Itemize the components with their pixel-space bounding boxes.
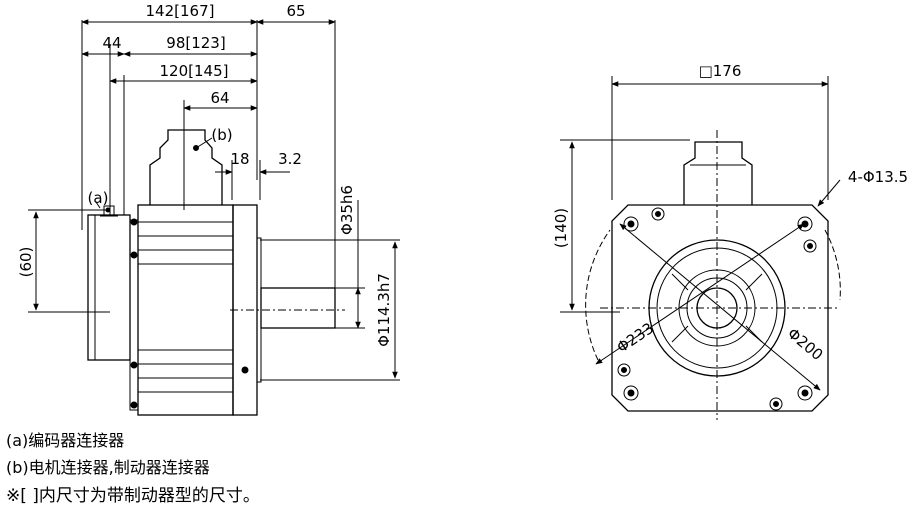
dim-3-2: 3.2	[278, 150, 302, 168]
dimension-drawing: 142[167] 65 44 98[123] 120[145] 64 18 3.…	[17, 2, 908, 420]
dim-64: 64	[210, 89, 229, 107]
dim-shaft-diameter: Φ35h6	[338, 185, 356, 235]
dim-pilot-diameter: Φ114.3h7	[375, 273, 393, 347]
dim-mounting-holes: 4-Φ13.5	[848, 168, 908, 186]
dim-total-length: 142[167]	[146, 2, 215, 20]
label-a: (a)	[88, 189, 109, 207]
legend-line-b: (b)电机连接器,制动器连接器	[6, 458, 210, 477]
legend-note: ※[ ]内尺寸为带制动器型的尺寸。	[6, 486, 260, 506]
dim-60: (60)	[17, 247, 35, 278]
legend-line-a: (a)编码器连接器	[6, 431, 125, 450]
dim-233: Φ233	[613, 319, 657, 357]
front-view-labels: □176 (140) 4-Φ13.5 Φ233 Φ200	[552, 62, 908, 364]
dim-18: 18	[230, 150, 249, 168]
side-view-labels: 142[167] 65 44 98[123] 120[145] 64 18 3.…	[17, 2, 393, 347]
label-b: (b)	[211, 126, 232, 144]
dim-shaft-extension: 65	[286, 2, 305, 20]
dim-200: Φ200	[784, 324, 827, 364]
dim-flange-square: □176	[699, 62, 742, 80]
dim-120: 120[145]	[160, 62, 229, 80]
dim-140: (140)	[552, 208, 570, 248]
dim-44: 44	[102, 34, 121, 52]
front-view	[560, 76, 841, 420]
side-view	[28, 19, 400, 416]
dim-98: 98[123]	[166, 34, 225, 52]
